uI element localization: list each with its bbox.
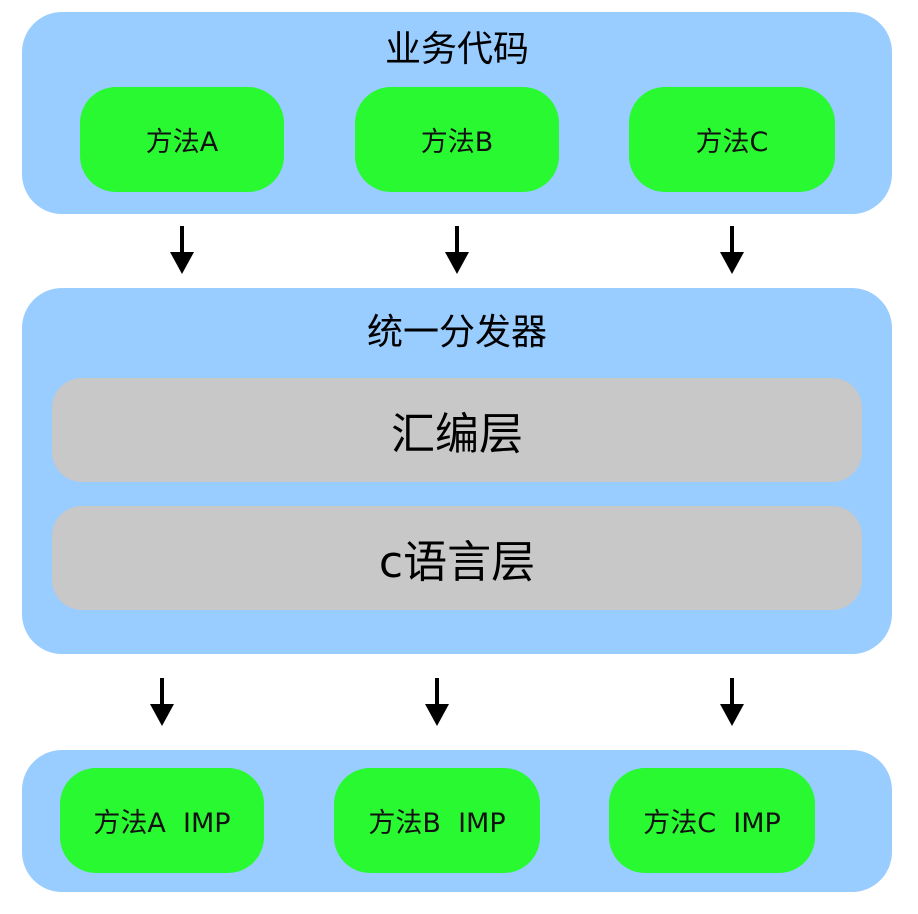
method-b-imp-box: 方法B IMP bbox=[334, 768, 540, 873]
assembly-layer-box: 汇编层 bbox=[52, 378, 862, 482]
arrow-down-icon bbox=[445, 226, 469, 274]
method-c-box: 方法C bbox=[629, 87, 835, 192]
business-code-panel: 业务代码 方法A 方法B 方法C bbox=[22, 12, 892, 214]
business-code-title: 业务代码 bbox=[384, 29, 529, 70]
arrow-down-icon bbox=[170, 226, 194, 274]
dispatcher-panel: 统一分发器 汇编层 c语言层 bbox=[22, 288, 892, 654]
dispatcher-title: 统一分发器 bbox=[366, 312, 547, 353]
implementation-panel: 方法A IMP 方法B IMP 方法C IMP bbox=[22, 750, 892, 892]
arrow-down-icon bbox=[150, 678, 174, 726]
method-c-imp-box: 方法C IMP bbox=[609, 768, 815, 873]
arrow-down-icon bbox=[720, 678, 744, 726]
arrow-down-icon bbox=[425, 678, 449, 726]
method-a-box: 方法A bbox=[80, 87, 284, 192]
method-b-box: 方法B bbox=[355, 87, 559, 192]
arrow-down-icon bbox=[720, 226, 744, 274]
c-language-layer-box: c语言层 bbox=[52, 506, 862, 610]
method-a-imp-box: 方法A IMP bbox=[60, 768, 264, 873]
